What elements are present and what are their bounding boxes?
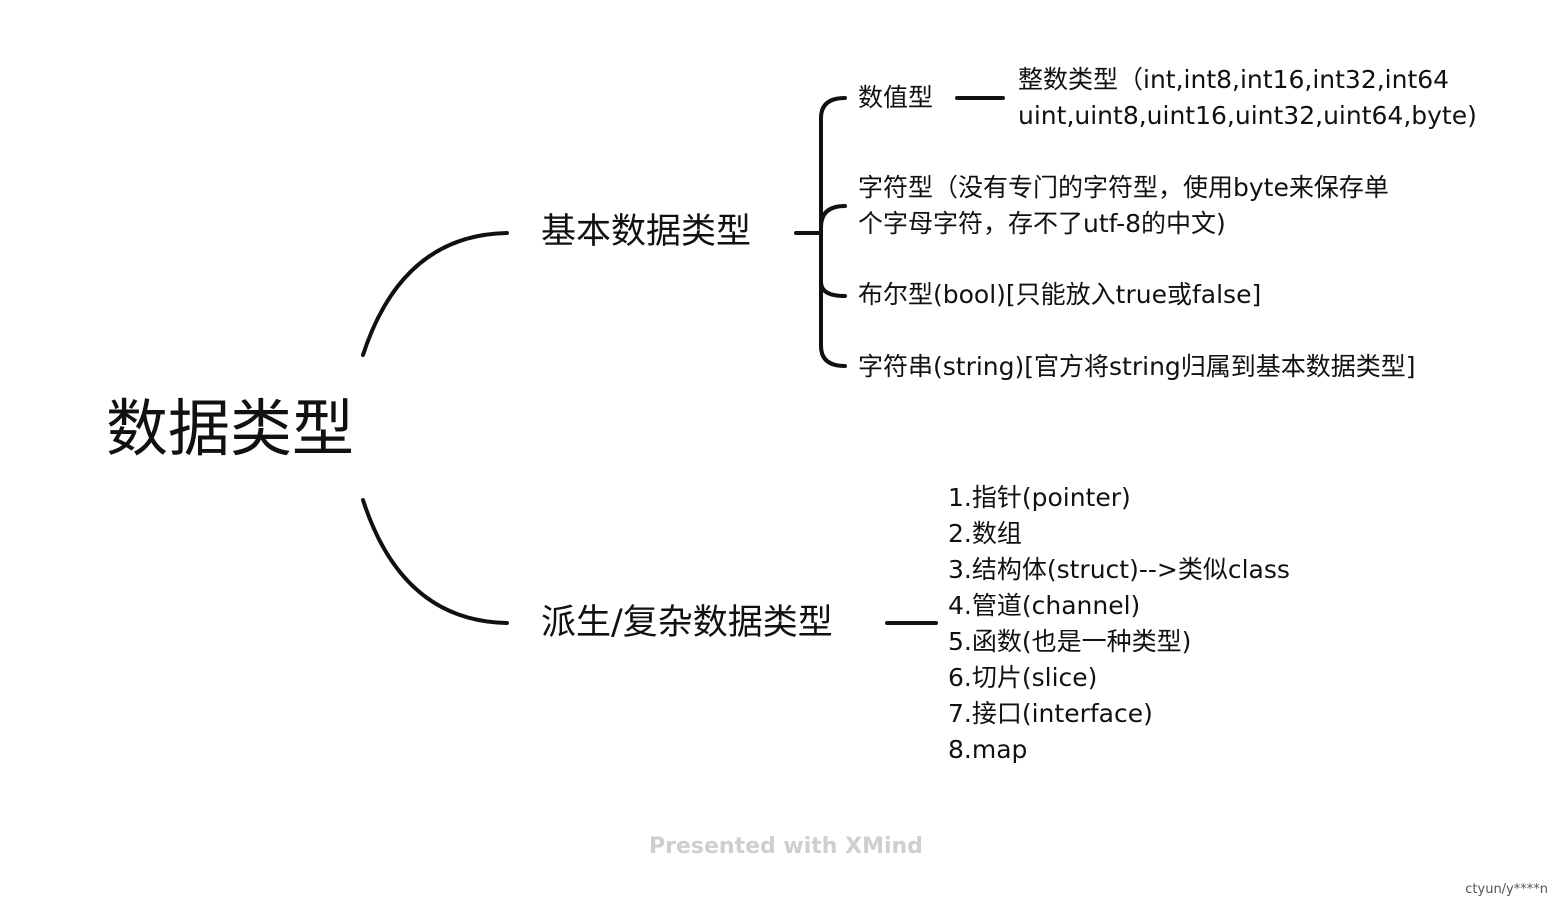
subtopic-integer-types[interactable]: 整数类型（int,int8,int16,int32,int64 uint,uint… <box>1018 62 1477 134</box>
subtopic-numeric[interactable]: 数值型 <box>858 83 934 112</box>
list-item: 1.指针(pointer) <box>948 483 1131 512</box>
basic-child-tick-char <box>819 204 847 229</box>
text-line: uint,uint8,uint16,uint32,uint64,byte) <box>1018 101 1477 130</box>
list-item: 4.管道(channel) <box>948 591 1141 620</box>
topic-derived-types[interactable]: 派生/复杂数据类型 <box>541 603 833 643</box>
subtopic-bool-type[interactable]: 布尔型(bool)[只能放入true或false] <box>858 280 1262 309</box>
basic-children-bracket <box>819 96 847 368</box>
list-item: 7.接口(interface) <box>948 699 1153 728</box>
list-item: 5.函数(也是一种类型) <box>948 627 1192 656</box>
subtopic-string-type[interactable]: 字符串(string)[官方将string归属到基本数据类型] <box>858 352 1416 381</box>
list-item: 3.结构体(struct)-->类似class <box>948 555 1290 584</box>
root-to-basic-connector <box>361 231 509 357</box>
list-item: 2.数组 <box>948 519 1022 548</box>
footer-credit: Presented with XMind <box>649 834 923 859</box>
text-line: 个字母字符，存不了utf-8的中文) <box>858 209 1226 238</box>
watermark: ctyun/y****n <box>1465 882 1548 897</box>
root-topic[interactable]: 数据类型 <box>106 392 355 465</box>
root-to-derived-connector <box>361 498 509 625</box>
basic-child-tick-bool <box>819 280 847 298</box>
list-item: 6.切片(slice) <box>948 663 1098 692</box>
derived-types-list[interactable]: 1.指针(pointer) 2.数组 3.结构体(struct)-->类似cla… <box>948 480 1290 768</box>
list-item: 8.map <box>948 735 1028 764</box>
text-line: 字符型（没有专门的字符型，使用byte来保存单 <box>858 173 1389 202</box>
topic-basic-types[interactable]: 基本数据类型 <box>541 212 752 252</box>
subtopic-char-type[interactable]: 字符型（没有专门的字符型，使用byte来保存单个字母字符，存不了utf-8的中文… <box>858 170 1389 242</box>
text-line: 整数类型（int,int8,int16,int32,int64 <box>1018 65 1450 94</box>
